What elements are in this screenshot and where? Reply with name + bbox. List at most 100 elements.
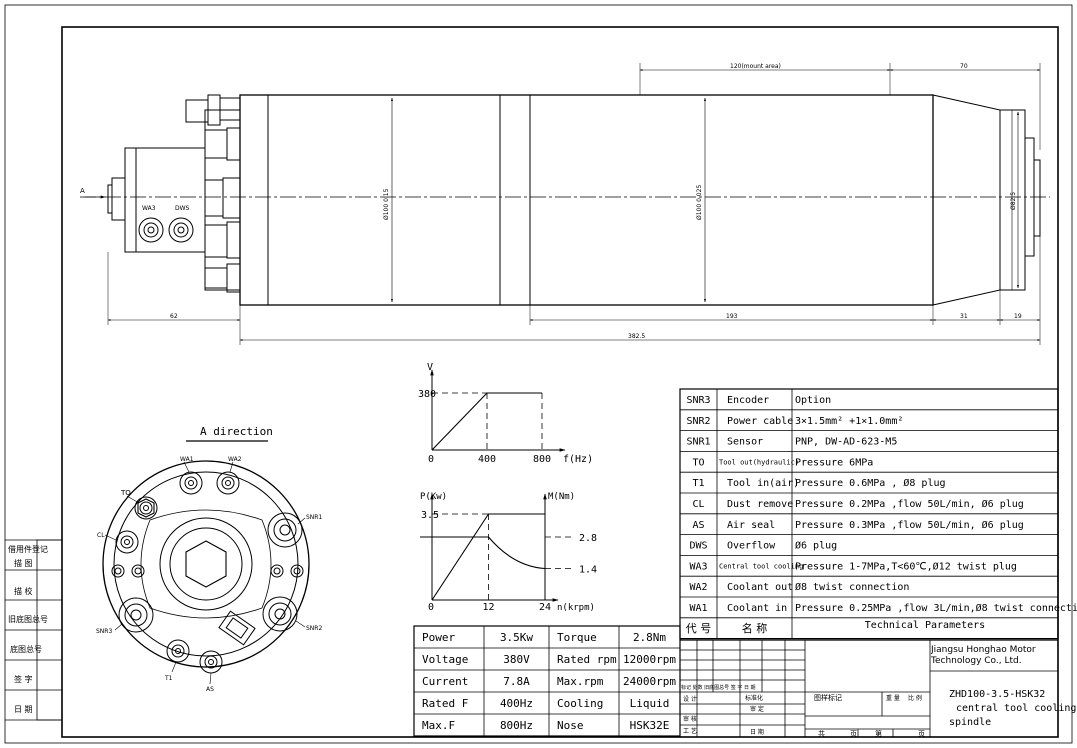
end-label-snr3: SNR3 [96,628,112,635]
dim-62: 62 [170,313,178,320]
vf-x-tick-2: 800 [533,454,551,465]
tb-design: 设 计 [683,695,697,703]
tb-desc-1: central tool cooling [956,703,1076,714]
spindle-end-view [102,460,310,685]
spec-table-frame [413,625,681,737]
port-name-5: Dust remove [727,499,793,510]
end-label-cl: CL [97,532,105,539]
outer-frame [4,4,1073,744]
label-wa3: WA3 [142,205,156,212]
tb-drawing-mark: 图样标记 [814,693,842,702]
end-label-snr2: SNR2 [306,625,322,632]
spec-label2-3: Cooling [557,697,603,710]
port-code-2: SNR1 [686,437,710,448]
port-header-code: 代 号 [686,622,712,635]
end-label-as: AS [206,686,214,693]
a-direction-title: A direction [200,425,273,438]
port-name-8: Central tool cooling [719,562,803,570]
port-desc-3: Pressure 6MPa [795,457,873,468]
pm-torque-line [420,536,546,570]
tb-desc-2: spindle [949,717,991,728]
port-desc-8: Pressure 1-7MPa,T<60℃,Ø12 twist plug [795,560,1017,572]
tb-date: 日 期 [750,728,764,736]
spec-value2-2: 24000rpm [623,675,676,688]
margin-label-3: 旧底图总号 [8,614,48,624]
tb-company: Jiangsu Honghao Motor Technology Co., Lt… [931,645,1036,666]
title-block [680,639,1058,737]
port-code-7: DWS [689,541,707,552]
port-code-5: CL [692,499,704,510]
pm-y-tick-left: 3.5 [421,510,439,521]
port-desc-0: Option [795,395,831,406]
port-code-0: SNR3 [686,395,710,406]
margin-label-4: 底图总号 [10,644,42,654]
pm-y-tick-right-0: 2.8 [579,533,597,544]
label-dws: DWS [175,205,190,212]
spec-value2-4: HSK32E [630,719,670,732]
spec-value2-1: 12000rpm [623,653,676,666]
port-code-4: T1 [692,478,704,489]
left-margin-table: 借用件登记 描 图 描 校 旧底图总号 底图总号 签 字 日 期 [5,539,63,721]
tb-process: 工 艺 [683,727,697,735]
port-code-6: AS [692,520,704,531]
margin-label-6: 日 期 [14,705,33,714]
tb-total: 共 [818,729,825,738]
dim-31: 31 [960,313,968,320]
pm-x-label: n(krpm) [557,603,595,613]
spec-label2-2: Max.rpm [557,675,604,688]
tb-company-box: Jiangsu Honghao Motor Technology Co., Lt… [931,645,1036,666]
end-label-wa2: WA2 [228,456,242,463]
pm-power-line [431,513,545,601]
tb-std: 标准化 [745,694,763,702]
tb-model: ZHD100-3.5-HSK32 [949,689,1045,700]
spec-value2-0: 2.8Nm [633,631,666,644]
port-header-name: 名 称 [742,621,768,635]
port-desc-4: Pressure 0.6MPa , Ø8 plug [795,477,946,489]
end-label-to: TO [120,489,131,497]
vf-x-tick-1: 400 [478,454,496,465]
dim-dia-b: Ø100 0.025 [696,185,703,220]
dim-dia-c: Ø82.5 [1010,192,1017,210]
spec-label-4: Max.F [422,719,455,732]
vf-series-line [431,392,542,451]
spec-value-2: 7.8A [503,675,530,688]
margin-label-2: 描 校 [14,586,33,596]
port-desc-10: Pressure 0.25MPa ,flow 3L/min,Ø8 twist c… [795,602,1077,614]
spec-label-1: Voltage [422,653,468,666]
spec-label-0: Power [422,631,455,644]
pm-y-label-left: P(Kw) [420,492,447,502]
port-desc-5: Pressure 0.2MPa ,flow 50L/min, Ø6 plug [795,498,1024,510]
spec-label2-1: Rated rpm [557,653,617,666]
port-name-9: Coolant out [727,582,793,593]
dim-19: 19 [1014,313,1022,320]
port-name-3: Tool out(hydraulic) [719,458,799,466]
port-code-3: TO [692,457,704,468]
port-name-6: Air seal [727,520,775,531]
port-desc-9: Ø8 twist connection [795,581,909,593]
pm-x-tick-1: 12 [483,602,495,613]
vf-y-label: V [427,362,433,373]
port-code-9: WA2 [689,582,707,593]
spec-value-3: 400Hz [500,697,533,710]
spec-label2-0: Torque [557,631,597,644]
port-name-7: Overflow [727,541,776,552]
margin-label-0: 借用件登记 [8,544,48,554]
vf-y-tick: 380 [418,389,436,400]
tb-scale: 比 例 [908,694,922,702]
end-label-snr1: SNR1 [306,514,322,521]
tb-page2: 页 [918,730,925,738]
dim-382-5: 382.5 [628,333,645,340]
tb-change-row: 标记 处数 旧底图总号 签 字 日 期 [681,684,756,691]
view-arrow-label: A [80,187,85,195]
port-name-10: Coolant in [727,603,787,614]
end-label-wa1: WA1 [180,456,194,463]
port-name-2: Sensor [727,437,763,448]
dim-193: 193 [726,313,738,320]
tb-check: 审 核 [683,715,697,723]
port-desc-2: PNP, DW-AD-623-M5 [795,437,897,448]
tb-weight: 重 量 [886,694,900,702]
